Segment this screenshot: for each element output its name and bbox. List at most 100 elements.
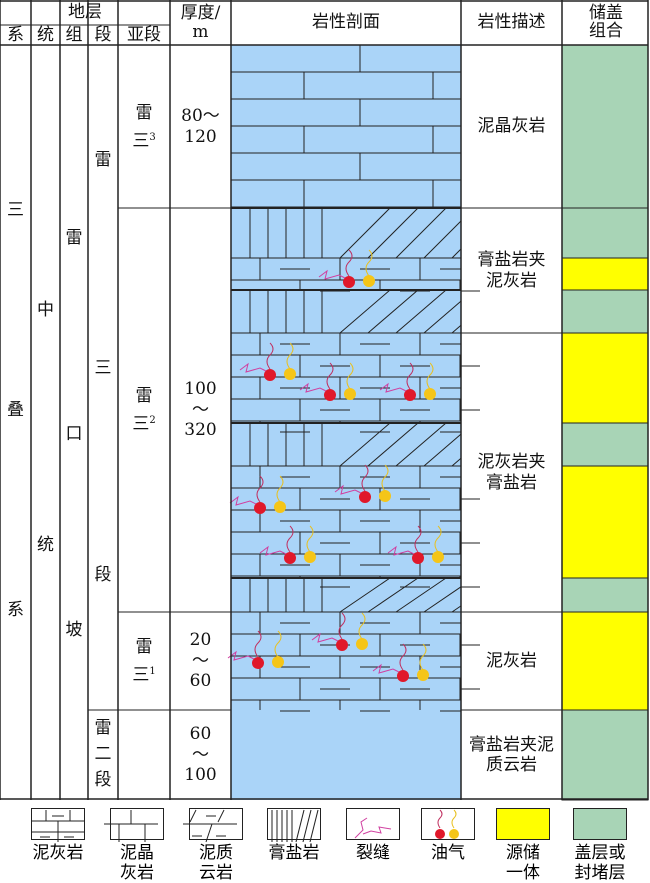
submember-char: 三 [132,414,150,434]
submember-char: 三 [132,130,150,151]
system-name: 三叠系 [0,200,31,620]
legend-label: 油气 [431,843,465,863]
oil-stem [406,362,414,390]
oil-stem [338,612,346,640]
vertical-label-char: 系 [7,600,24,620]
header-system: 系 [7,24,24,45]
header-formation: 组 [65,24,83,45]
fracture-mark [229,495,257,506]
oil-drop [412,552,424,564]
thickness-lei2: 60～100 [184,724,217,786]
oil-drop [254,502,266,514]
gas-drop [356,638,368,650]
oil-drop [284,552,296,564]
legend-label: 膏盐岩 [268,843,320,863]
combo-band-source_reservoir [561,257,649,291]
submember-superscript: 1 [149,666,156,677]
gas-drop [379,490,391,502]
legend-label: 盖层或封堵层 [574,843,626,883]
vertical-label-char: 雷 [94,718,112,738]
pattern-line [423,586,462,613]
gas-stem [358,612,366,640]
legend-marl: 泥灰岩 [25,808,91,864]
gas-stem [286,342,294,370]
header-stratum: 地层 [68,2,102,23]
pattern-line [395,207,447,259]
pattern-line [367,422,419,467]
legend-source-reservoir: 源储一体 [490,808,556,883]
pattern-line [339,207,391,259]
oil-stem [437,809,443,829]
fracture-mark [334,484,362,495]
header-description: 岩性描述 [477,12,546,33]
oil-stem [286,525,294,553]
pattern-line [451,605,462,613]
gas-legend-icon [449,829,459,839]
combo-band-source_reservoir [561,611,649,711]
legend-micrite: 泥晶灰岩 [104,808,170,883]
pattern-line [217,809,225,823]
dolomite-swatch-icon [189,808,243,840]
oil-drop [252,657,264,669]
gas-drop [432,551,444,563]
vertical-label-char: 三 [94,357,112,378]
legend-gypsum: 膏盐岩 [259,808,329,864]
description-4: 泥灰岩 [486,650,537,671]
gas-drop [363,275,375,287]
pattern-line [367,577,419,613]
oil-gas-swatch-icon [421,808,475,840]
oil-stem [256,475,264,503]
gypsum-swatch-icon [267,808,321,840]
header-section: 岩性剖面 [312,12,380,33]
vertical-label-char: 雷 [94,150,112,170]
submember-char: 三 [132,665,150,685]
gas-stem [434,525,442,553]
oil-drop [343,276,355,288]
gas-stem [419,643,427,671]
oil-drop [359,491,371,503]
fracture-mark [379,382,407,393]
description-1: 泥晶灰岩 [477,116,546,137]
gas-drop [304,551,316,563]
submember-superscript: 3 [149,131,156,143]
gas-stem [274,630,282,658]
combo-band-cap [561,422,649,467]
pattern-line [395,422,447,467]
legend-label: 泥质云岩 [199,843,233,883]
gas-drop [424,388,436,400]
fracture-swatch-icon [346,808,400,840]
pattern-line [451,457,462,467]
micrite-swatch-icon [110,808,164,840]
gas-drop [274,501,286,513]
pattern-line [339,577,391,613]
oil-legend-icon [435,829,445,839]
header-series: 统 [37,24,54,45]
vertical-label-char: 段 [94,565,112,585]
oil-stem [399,643,407,671]
header-combo: 储盖 组合 [589,2,623,41]
gas-drop [272,656,284,668]
gas-drop [417,669,429,681]
submember-superscript: 2 [149,415,156,426]
submember-char: 雷 [135,102,153,123]
combo-band-cap [561,709,649,801]
oil-drop [264,369,276,381]
description-3: 泥灰岩夹膏盐岩 [477,452,546,493]
pattern-line [339,422,391,467]
oil-stem [361,464,369,492]
member-lei3: 雷三段 [88,150,118,585]
pattern-line [302,809,312,843]
vertical-label-char: 统 [37,535,54,555]
header-thickness: 厚度/ m [180,2,221,42]
submember-char: 雷 [135,637,153,657]
fracture-mark [311,632,339,643]
vertical-label-char: 三 [7,200,24,220]
combo-band-cap [561,207,649,259]
fracture-mark [259,545,287,556]
pattern-line [423,300,462,334]
gas-stem [276,475,284,503]
oil-stem [345,249,353,277]
